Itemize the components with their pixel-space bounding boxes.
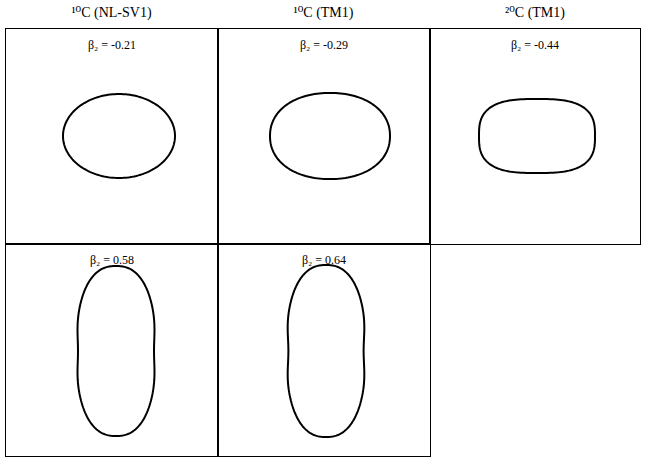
shape-outline: [479, 99, 595, 173]
nuclear-shape: [218, 29, 429, 243]
deformation-label: β₂ = -0.44: [430, 29, 640, 53]
shape-outline: [78, 266, 155, 436]
shape-panel: β₂ = -0.29: [217, 28, 431, 245]
nuclear-shape: [430, 29, 639, 243]
shape-panel: β₂ = -0.21: [5, 28, 219, 245]
deformation-label: β₂ = -0.29: [218, 29, 430, 53]
column-header: ¹⁰C (NL-SV1): [5, 4, 218, 21]
deformation-label: β₂ = -0.21: [6, 29, 218, 53]
nuclear-shape: [218, 244, 429, 455]
shape-outline: [270, 93, 390, 179]
nuclear-shape: [6, 244, 217, 455]
deformation-label: β₂ = 0.58: [6, 244, 218, 268]
shape-outline: [63, 94, 175, 178]
shape-panel: β₂ = -0.44: [429, 28, 641, 245]
shape-panel: β₂ = 0.64: [217, 243, 431, 457]
shape-panel: β₂ = 0.58: [5, 243, 219, 457]
shape-outline: [288, 265, 365, 437]
nuclear-shape: [6, 29, 217, 243]
deformation-label: β₂ = 0.64: [218, 244, 430, 268]
column-header: ¹⁰C (TM1): [217, 4, 430, 21]
column-header: ²⁰C (TM1): [429, 4, 641, 21]
